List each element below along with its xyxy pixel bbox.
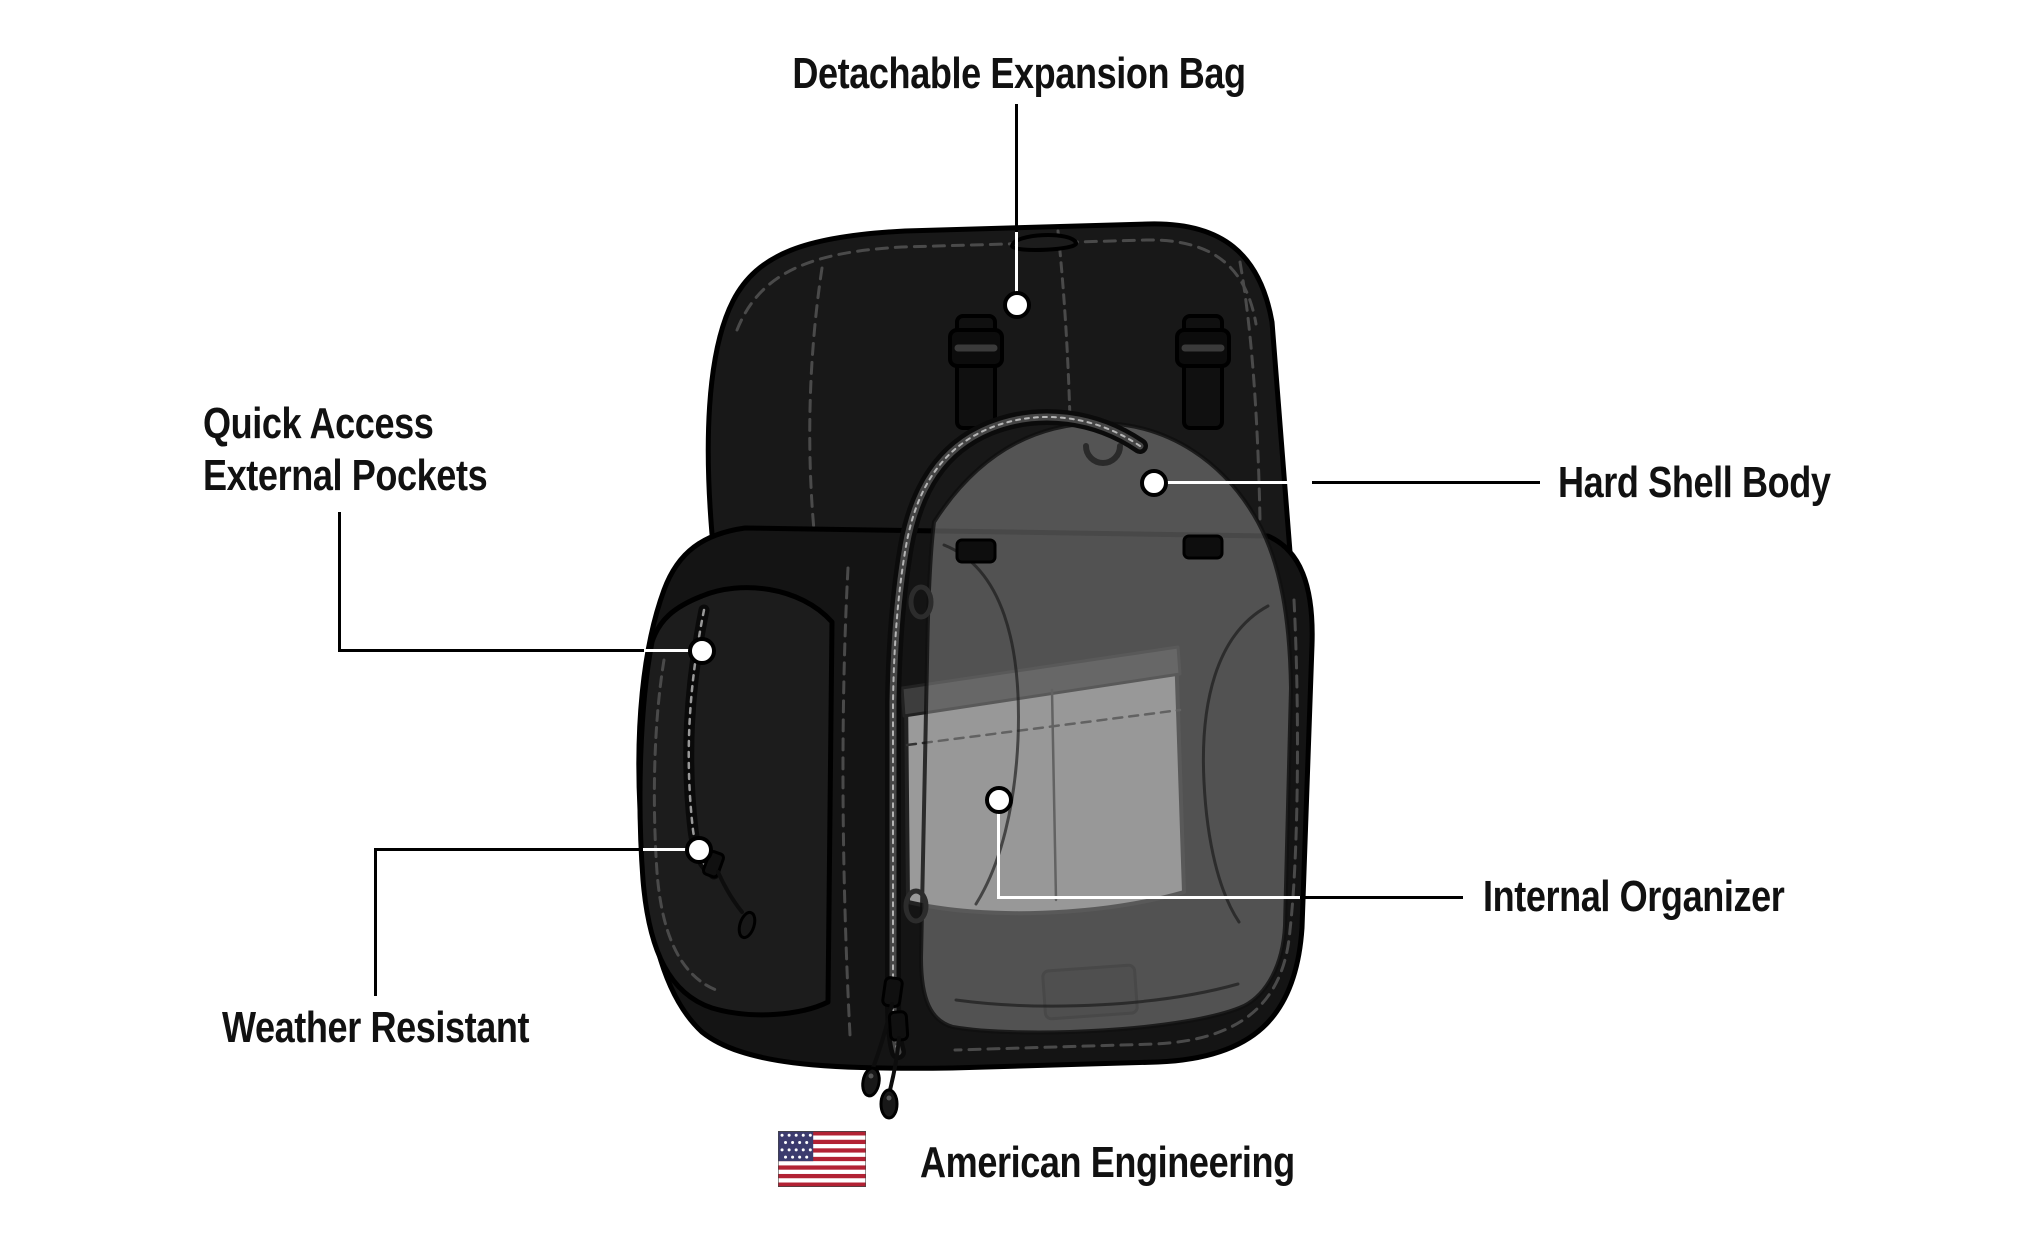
callout-line-expansion <box>1015 104 1018 232</box>
body-front-seam <box>841 566 852 1037</box>
label-text: Hard Shell Body <box>1558 458 1831 507</box>
callout-line-organizer <box>1300 896 1463 899</box>
callout-point-hard-shell <box>1140 469 1168 497</box>
callout-point-weather <box>685 836 713 864</box>
callout-line-weather-horizontal <box>376 848 643 851</box>
callout-point-organizer <box>985 786 1013 814</box>
internal-organizer-panel <box>900 645 1186 916</box>
label-text: Internal Organizer <box>1483 872 1785 921</box>
flap-loop-upper <box>908 584 934 620</box>
callout-line-pockets-horizontal <box>338 649 644 652</box>
flap-loop-lower <box>903 888 929 924</box>
callout-line-weather-vertical <box>374 848 377 996</box>
expansion-left-seam <box>808 266 824 552</box>
main-body-stitching <box>953 598 1299 1052</box>
label-american-engineering: American Engineering <box>920 1137 1377 1189</box>
callout-line-expansion-on-bag <box>1015 232 1018 292</box>
callout-line-weather-on-bag <box>643 848 686 851</box>
expansion-center-zipper <box>1056 229 1072 422</box>
callout-point-expansion <box>1003 291 1031 319</box>
label-text: Weather Resistant <box>222 1003 530 1052</box>
callout-line-organizer-on-bag <box>997 896 1300 899</box>
side-pocket-stitching <box>652 658 718 992</box>
label-hard-shell-body: Hard Shell Body <box>1558 457 1890 509</box>
expansion-bag-stitching <box>735 238 1258 332</box>
label-text: Detachable Expansion Bag <box>792 49 1246 98</box>
label-text: American Engineering <box>920 1138 1295 1187</box>
top-handle <box>1010 233 1079 252</box>
callout-point-pockets <box>688 637 716 665</box>
shell-seam-right <box>1201 604 1270 924</box>
callout-line-hard-shell-on-bag <box>1167 481 1312 484</box>
callout-line-hard-shell <box>1312 481 1540 484</box>
callout-line-organizer-vertical <box>997 813 1000 898</box>
label-weather-resistant: Weather Resistant <box>222 1002 597 1054</box>
d-ring <box>1083 443 1123 466</box>
shell-seam-bottom <box>954 982 1240 1008</box>
main-zipper-pulls <box>861 976 910 1120</box>
label-quick-access-external-pockets: Quick Access External Pockets <box>203 398 550 502</box>
label-detachable-expansion-bag: Detachable Expansion Bag <box>743 48 1296 100</box>
us-flag-icon <box>778 1131 866 1187</box>
buckle-strap-right <box>1175 314 1231 560</box>
hard-shell-panel <box>919 421 1293 1035</box>
label-text-line1: Quick Access <box>203 399 434 448</box>
label-internal-organizer: Internal Organizer <box>1483 871 1851 923</box>
callout-line-pockets-on-bag <box>644 649 689 652</box>
label-text-line2: External Pockets <box>203 450 488 500</box>
callout-line-pockets-vertical <box>338 512 341 651</box>
